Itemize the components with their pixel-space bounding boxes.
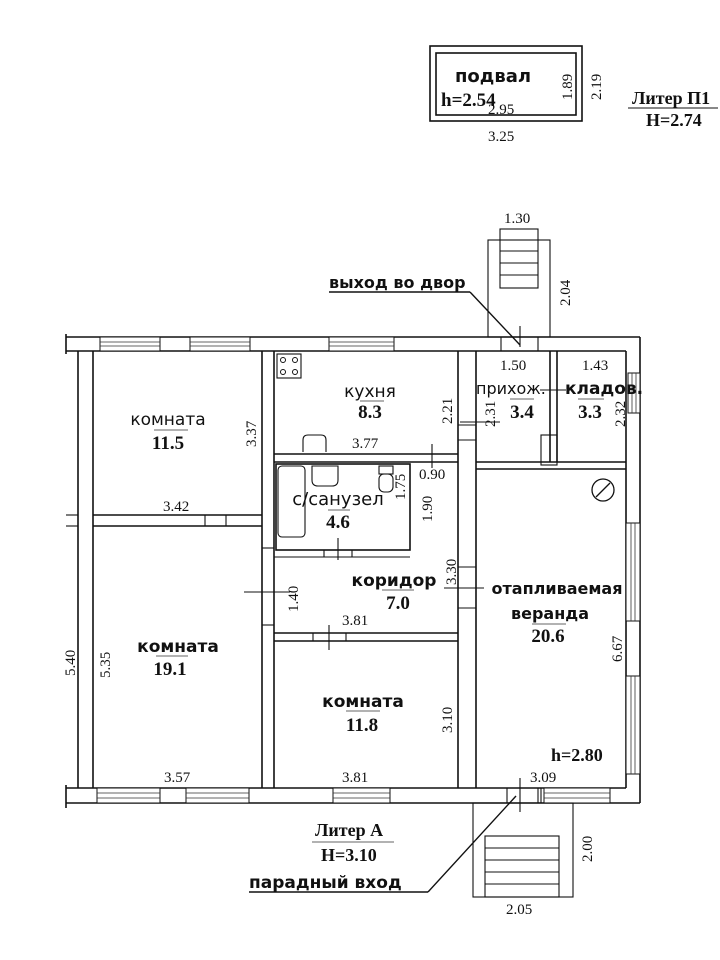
bathroom-area: 4.6: [326, 512, 350, 533]
room2-outer-depth: 5.40: [63, 650, 79, 676]
room3-width: 3.81: [342, 770, 368, 786]
front-steps: [484, 835, 560, 898]
storage-name: кладов.: [565, 379, 643, 399]
stove-icon: [276, 353, 302, 379]
basement-outer-depth: 2.19: [589, 74, 605, 100]
bathroom-name: с/санузел: [292, 489, 383, 510]
liter-a-label: Литер А H=3.10: [312, 820, 394, 865]
storage-area: 3.3: [578, 402, 602, 423]
window: [332, 787, 391, 804]
yard-exit-label: выход во двор: [329, 273, 466, 292]
front-entrance-callout: парадный вход: [249, 795, 517, 893]
kitchen-name: кухня: [344, 382, 396, 402]
window: [185, 787, 250, 804]
kitchen-area: 8.3: [358, 402, 382, 423]
corridor-name: коридор: [352, 571, 437, 591]
hall-width: 1.50: [500, 358, 526, 374]
room1-width: 3.42: [163, 499, 189, 515]
basement-outer-width: 3.25: [488, 129, 514, 145]
front-stairs-outline: [472, 802, 574, 898]
yard-exit-callout: выход во двор: [329, 273, 521, 346]
veranda-depth: 6.67: [610, 635, 626, 662]
storage-depth: 2.32: [613, 401, 629, 427]
basement-outer-wall: [429, 45, 583, 122]
bathroom-dim-a: 1.75: [393, 474, 409, 500]
room3-depth: 3.10: [440, 707, 456, 733]
corridor-area: 7.0: [386, 593, 410, 614]
bathroom-walls: [275, 463, 411, 551]
storage-width: 1.43: [582, 358, 608, 374]
room3-name: комната: [322, 692, 404, 712]
bathroom-dim-b: 1.90: [420, 496, 436, 522]
window: [328, 336, 395, 352]
rear-stairs-width: 1.30: [504, 211, 530, 227]
veranda-area: 20.6: [531, 626, 564, 647]
front-entrance-label: парадный вход: [249, 873, 402, 893]
basement-inner-wall: [435, 52, 577, 116]
hall-depth: 2.31: [483, 401, 499, 427]
basement-inner-depth: 1.89: [560, 74, 576, 100]
front-stairs-length: 2.00: [580, 836, 596, 862]
bathtub-icon: [277, 465, 306, 538]
window: [96, 787, 161, 804]
basement-name: подвал: [455, 66, 531, 87]
veranda-width: 3.09: [530, 770, 556, 786]
room1-name: комната: [130, 410, 205, 430]
room2-depth: 5.35: [98, 652, 114, 678]
window: [627, 372, 641, 414]
rear-steps: [499, 228, 539, 289]
bathroom-sink-icon: [311, 465, 339, 487]
windows: [96, 336, 641, 812]
window: [625, 675, 641, 775]
room1-depth: 3.37: [244, 420, 260, 447]
hall-name: прихож.: [476, 379, 546, 398]
veranda-name-line2: веранда: [511, 604, 589, 623]
room2-name: комната: [137, 637, 219, 657]
kitchen-sink-icon: [302, 434, 327, 452]
basement-inner-width: 2.95: [488, 102, 514, 118]
front-stairs: 2.05 2.00: [472, 802, 596, 918]
veranda-name-line1: отапливаемая: [492, 579, 623, 598]
room2-area: 19.1: [153, 659, 186, 680]
liter-a-height: H=3.10: [321, 845, 377, 865]
room3-area: 11.8: [346, 715, 378, 736]
boiler-icon: [591, 478, 615, 502]
yard-exit-leader: [469, 291, 521, 346]
room1-area: 11.5: [152, 433, 184, 454]
basement-height: h=2.54: [441, 90, 496, 111]
front-entrance-leader: [427, 795, 517, 893]
kitchen-width: 3.77: [352, 436, 379, 452]
window: [543, 787, 611, 804]
pillar: [540, 434, 558, 466]
basement-block: подвал h=2.54 2.95 3.25 1.89 2.19: [429, 45, 605, 145]
liter-p1-label: Литер П1 H=2.74: [628, 88, 718, 130]
room2-width: 3.57: [164, 770, 191, 786]
toilet-icon: [378, 465, 394, 493]
veranda-height: h=2.80: [551, 745, 603, 765]
window: [99, 336, 161, 352]
window: [625, 522, 641, 622]
hall-area: 3.4: [510, 402, 534, 423]
liter-p1-height: H=2.74: [646, 110, 702, 130]
front-stairs-width: 2.05: [506, 902, 532, 918]
liter-a-title: Литер А: [315, 820, 383, 840]
rear-stairs-length: 2.04: [558, 279, 574, 306]
bathroom-dim-c: 0.90: [419, 467, 445, 483]
corridor-side: 3.30: [444, 559, 460, 585]
window: [189, 336, 251, 352]
corridor-depth: 1.40: [286, 586, 302, 612]
rear-stairs: 1.30 2.04: [487, 211, 574, 338]
kitchen-depth: 2.21: [440, 398, 456, 424]
corridor-width: 3.81: [342, 613, 368, 629]
liter-p1-title: Литер П1: [632, 88, 710, 108]
